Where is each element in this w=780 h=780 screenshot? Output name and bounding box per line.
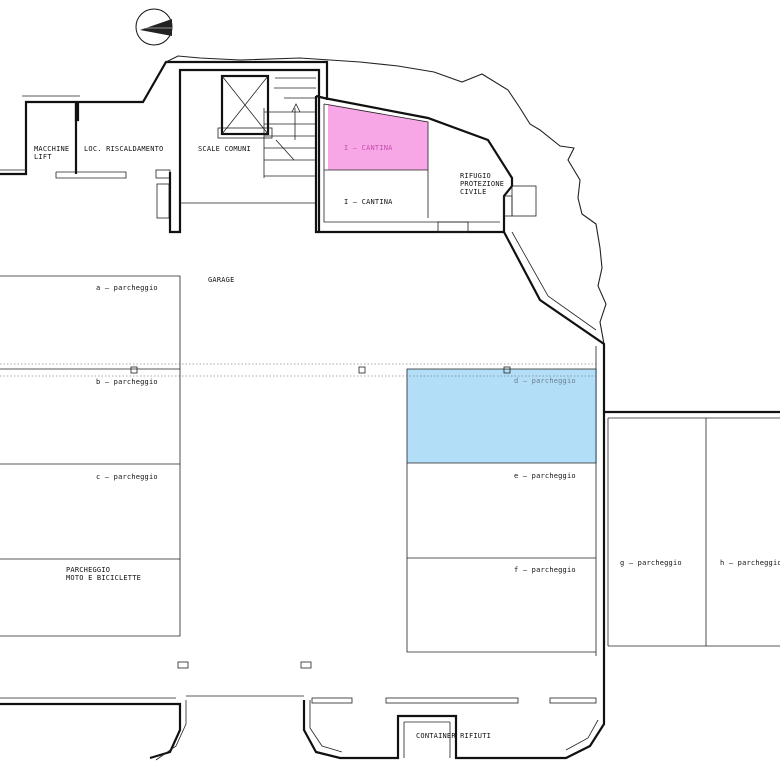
label-scale-comuni: SCALE COMUNI: [198, 145, 251, 153]
label-parking-h: h – parcheggio: [720, 559, 780, 567]
cantina-highlight[interactable]: [328, 104, 428, 170]
label-parking-f: f – parcheggio: [514, 566, 576, 574]
bottom-walls: [0, 660, 606, 761]
label-garage: GARAGE: [208, 276, 235, 284]
label-cantina-highlighted: I – CANTINA: [344, 144, 393, 152]
north-arrow-icon: [135, 8, 173, 46]
label-moto-biciclette: MOTO E BICICLETTE: [66, 574, 141, 582]
plan-labels: MACCHINE LIFT LOC. RISCALDAMENTO SCALE C…: [34, 144, 780, 740]
parking-d-highlight[interactable]: [407, 369, 597, 463]
label-cantina: I – CANTINA: [344, 198, 393, 206]
label-parking-b: b – parcheggio: [96, 378, 158, 386]
cantina-rifugio-walls: [314, 94, 537, 234]
rock-boundary: [165, 55, 607, 660]
label-lift: LIFT: [34, 153, 52, 161]
label-container-rifiuti: CONTAINER RIFIUTI: [416, 732, 491, 740]
stairs-and-lift: [217, 74, 316, 178]
label-parking-c: c – parcheggio: [96, 473, 158, 481]
label-parking-a: a – parcheggio: [96, 284, 158, 292]
label-rifugio: RIFUGIO: [460, 172, 491, 180]
label-parking-e: e – parcheggio: [514, 472, 576, 480]
label-protezione: PROTEZIONE: [460, 180, 504, 188]
label-civile: CIVILE: [460, 188, 487, 196]
label-riscaldamento: LOC. RISCALDAMENTO: [84, 145, 163, 153]
label-parcheggio-moto: PARCHEGGIO: [66, 566, 110, 574]
right-parking-strip: [604, 410, 780, 647]
garage-parking-grid: [0, 275, 596, 669]
label-macchine: MACCHINE: [34, 145, 69, 153]
label-parking-d: d – parcheggio: [514, 377, 576, 385]
label-parking-g: g – parcheggio: [620, 559, 682, 567]
